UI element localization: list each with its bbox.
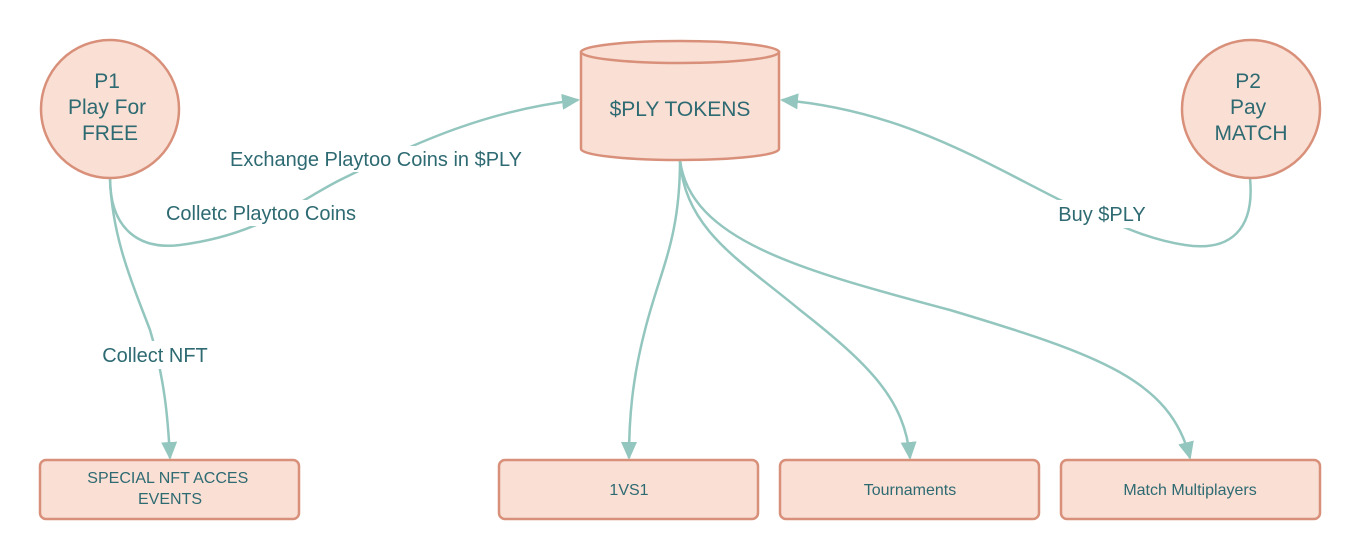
node-match-multiplayers-label: Match Multiplayers: [1123, 482, 1256, 499]
edge-label-buy-ply-text: Buy $PLY: [1058, 204, 1145, 226]
node-ply-tokens-database[interactable]: $PLY TOKENS: [579, 39, 781, 162]
node-p1[interactable]: P1 Play For FREE: [39, 38, 181, 180]
edge-label-collect-nft: Collect NFT: [94, 341, 216, 369]
edge-p2-to-tokens: [780, 93, 1252, 248]
node-p1-label: P1 Play For FREE: [68, 70, 152, 145]
node-ply-tokens-label: $PLY TOKENS: [610, 98, 751, 121]
edge-label-collect-nft-text: Collect NFT: [102, 345, 208, 367]
node-tournaments[interactable]: Tournaments: [778, 458, 1041, 521]
edge-tokens-to-tournaments: [678, 159, 917, 460]
node-1vs1-label: 1VS1: [609, 482, 648, 499]
edge-label-collect-coins-text: Colletc Playtoo Coins: [166, 203, 356, 225]
node-p2[interactable]: P2 Pay MATCH: [1180, 38, 1322, 180]
edge-tokens-to-match-multiplayers: [678, 159, 1194, 460]
node-special-nft-events[interactable]: SPECIAL NFT ACCES EVENTS: [38, 458, 301, 521]
node-special-nft-events-label: SPECIAL NFT ACCES EVENTS: [87, 470, 252, 508]
node-tournaments-label: Tournaments: [864, 482, 957, 499]
node-1vs1[interactable]: 1VS1: [497, 458, 760, 521]
node-match-multiplayers[interactable]: Match Multiplayers: [1059, 458, 1322, 521]
edge-label-exchange-text: Exchange Playtoo Coins in $PLY: [230, 149, 522, 171]
edge-tokens-to-1vs1: [621, 159, 682, 460]
node-p2-label: P2 Pay MATCH: [1214, 70, 1287, 145]
edge-label-collect-coins: Colletc Playtoo Coins: [152, 200, 370, 226]
edge-label-buy-ply: Buy $PLY: [1050, 200, 1154, 228]
edge-p1-to-nft-events: [108, 177, 178, 460]
edge-label-exchange: Exchange Playtoo Coins in $PLY: [210, 146, 542, 172]
